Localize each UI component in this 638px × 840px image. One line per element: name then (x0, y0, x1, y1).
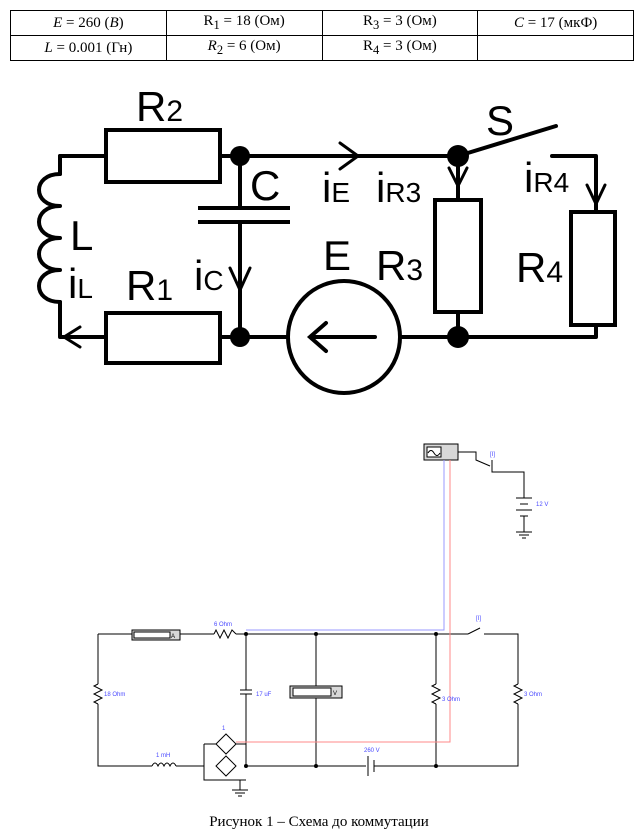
sim-label-r1: 18 Ohm (104, 692, 125, 698)
resistor-r3 (433, 198, 483, 314)
node-r3-bottom (447, 326, 469, 348)
sim-label-r4: 3 Ohm (524, 692, 542, 698)
sim-node-4 (244, 764, 248, 768)
label-r4: R4 (516, 244, 563, 291)
sim-resistor-r4 (512, 683, 524, 705)
sim-label-r3: 3 Ohm (442, 697, 460, 703)
sim-label-key2: [I] (490, 452, 495, 458)
sim-label-ammeter: A (171, 634, 175, 640)
label-c: C (250, 162, 280, 209)
sim-node-5 (314, 764, 318, 768)
label-ir3: iR3 (376, 164, 421, 211)
voltmeter-screen (292, 687, 332, 697)
arrow-ir3-icon (447, 166, 469, 188)
resistor-r1 (104, 311, 222, 365)
figure-caption: Рисунок 1 – Схема до коммутации (209, 814, 429, 830)
wire-r4-top (550, 154, 598, 214)
label-r3: R3 (376, 242, 423, 289)
sim-wire-left-bottom (97, 704, 152, 767)
label-il: iL (68, 260, 93, 307)
param-E: E = 260 (В) (10, 10, 167, 36)
param-empty (477, 35, 634, 61)
sim-label-ind: 1 mH (156, 753, 170, 759)
sim-switch-main (467, 627, 481, 635)
param-L: L = 0.001 (Гн) (10, 35, 167, 61)
sim-node-3 (434, 632, 438, 636)
label-ir4: iR4 (524, 154, 569, 201)
oscilloscope-screen (426, 446, 442, 458)
param-R1: R1 = 18 (Ом) (165, 10, 323, 36)
sim-node-2 (314, 632, 318, 636)
ccvs-upper (215, 733, 237, 755)
sim-resistor-r3 (430, 683, 442, 705)
circuit-schematic: R2 C L iL R1 iC iE E iR3 R3 S iR4 R4 (37, 83, 617, 395)
label-ie: iE (322, 164, 350, 211)
sim-label-voltmeter: V (333, 691, 337, 697)
sim-label-key: [I] (476, 616, 481, 622)
sim-wire-r4-top (484, 633, 519, 684)
sim-label-src: 260 V (364, 748, 380, 754)
sim-label-ccvs: 1 (222, 726, 226, 732)
resistor-r2 (104, 128, 222, 184)
param-C: C = 17 (мкФ) (477, 10, 634, 36)
sim-label-cap: 17 uF (256, 692, 272, 698)
label-r2: R2 (136, 83, 183, 130)
source-arrow-icon (306, 321, 377, 353)
oscilloscope-wave-icon (427, 450, 441, 456)
ammeter-screen (133, 631, 171, 639)
probe-wire-red (236, 460, 451, 743)
ccvs-frame (203, 743, 246, 781)
sim-inductor (151, 762, 177, 768)
node-c-bottom (230, 327, 250, 347)
arrow-il-icon (62, 325, 82, 349)
wire-left-bottom (58, 300, 108, 339)
param-R2: R2 = 6 (Ом) (165, 35, 323, 61)
node-r3-top (447, 145, 469, 167)
sim-resistor-r1 (92, 683, 104, 705)
sim-node-6 (434, 764, 438, 768)
param-R4: R4 = 3 (Ом) (321, 35, 479, 61)
sim-resistor-r2 (213, 628, 237, 640)
sim-label-r2: 6 Ohm (214, 622, 232, 628)
node-c-top (230, 146, 250, 166)
wire-osc-switch (458, 451, 491, 467)
parameters-table: E = 260 (В) R1 = 18 (Ом) R3 = 3 (Ом) C =… (10, 10, 634, 61)
wire-switch-batt (491, 460, 525, 498)
label-e: E (323, 232, 351, 279)
ccvs-lower (215, 755, 237, 777)
label-ic: iC (194, 252, 224, 299)
switch-blade (456, 124, 558, 158)
simulation-schematic: A V 6 Ohm 18 Ohm 17 uF 3 Ohm 3 Ohm 1 mH … (92, 443, 548, 797)
arrow-ie-icon (338, 141, 360, 171)
inductor-coil (37, 172, 62, 304)
param-R3: R3 = 3 (Ом) (321, 10, 479, 36)
ground-icon-top (516, 531, 532, 539)
resistor-r4 (569, 210, 617, 327)
ground-icon-bottom (232, 789, 248, 797)
sim-label-batt: 12 V (536, 502, 548, 508)
arrow-ic-icon (228, 266, 252, 292)
label-r1: R1 (126, 262, 173, 309)
arrow-ir4-icon (585, 183, 607, 206)
sim-wire-r4-bottom (380, 704, 519, 767)
label-s: S (486, 97, 514, 144)
wire-bottom-right (398, 323, 598, 339)
sim-node-1 (244, 632, 248, 636)
label-l: L (70, 212, 93, 259)
probe-wire-blue (246, 460, 445, 631)
